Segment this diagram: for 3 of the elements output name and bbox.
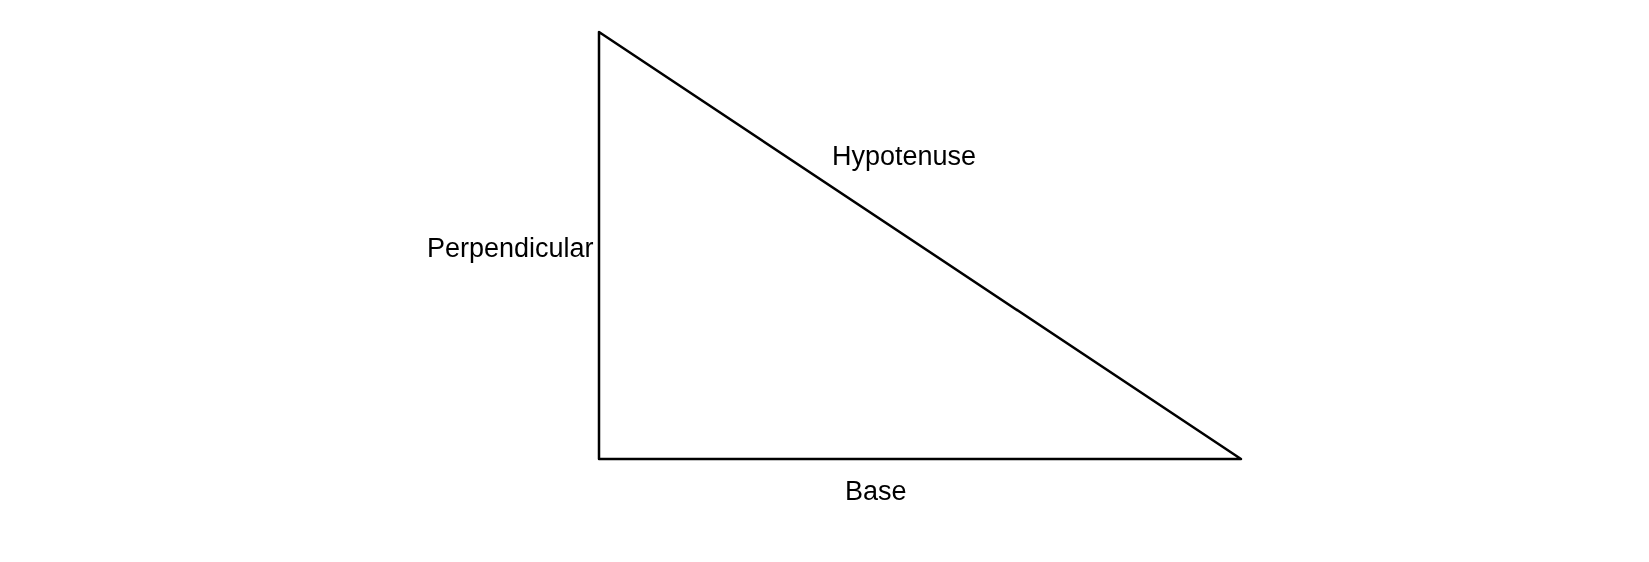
- side-label: Base: [845, 478, 907, 505]
- side-label: Perpendicular: [427, 235, 594, 262]
- side-label: Hypotenuse: [832, 143, 977, 170]
